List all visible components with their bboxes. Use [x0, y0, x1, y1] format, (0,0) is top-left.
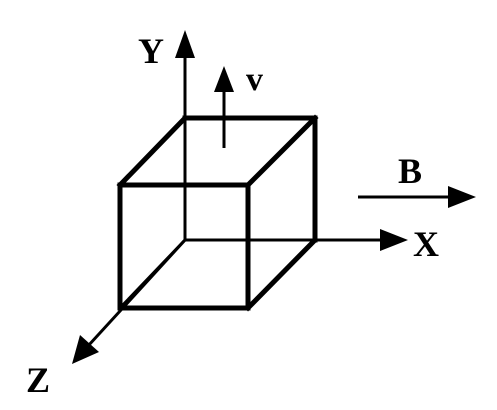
cube-top-left-depth-edge: [116, 114, 189, 189]
y-axis-arrowhead: [175, 30, 195, 58]
x-axis-label: X: [413, 224, 439, 264]
velocity-vector: [214, 66, 234, 148]
cube-front-face: [117, 182, 251, 311]
cube-top-right-depth-edge: [244, 114, 319, 189]
field-arrowhead: [448, 186, 476, 208]
x-axis-arrowhead: [380, 229, 408, 251]
z-axis-arrowhead: [72, 335, 99, 364]
velocity-arrowhead: [214, 66, 234, 92]
velocity-label: v: [246, 61, 263, 98]
field-vector: [358, 186, 476, 208]
cube: [116, 114, 319, 312]
z-axis-label: Z: [26, 360, 50, 400]
field-label: B: [398, 151, 422, 191]
cube-bottom-left-depth-edge: [117, 237, 188, 311]
cube-bottom-right-depth-edge: [244, 236, 319, 312]
y-axis-label: Y: [138, 31, 164, 71]
